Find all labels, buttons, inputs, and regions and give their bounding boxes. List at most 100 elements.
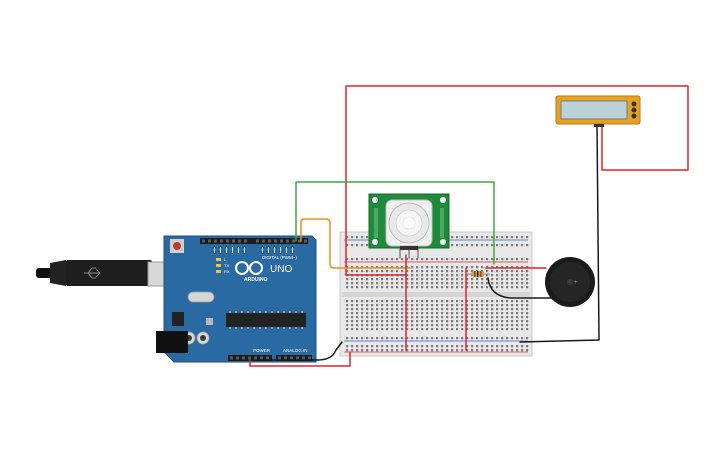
breadboard-hole[interactable]: [451, 320, 454, 323]
breadboard-hole[interactable]: [421, 320, 424, 323]
breadboard-hole[interactable]: [346, 316, 349, 319]
breadboard-hole[interactable]: [511, 337, 514, 340]
breadboard-hole[interactable]: [476, 308, 479, 311]
breadboard-hole[interactable]: [411, 274, 414, 277]
breadboard-hole[interactable]: [481, 300, 484, 303]
breadboard[interactable]: [339, 231, 533, 357]
breadboard-hole[interactable]: [356, 320, 359, 323]
breadboard-hole[interactable]: [486, 282, 489, 285]
breadboard-hole[interactable]: [466, 312, 469, 315]
breadboard-hole[interactable]: [481, 236, 484, 239]
breadboard-hole[interactable]: [346, 300, 349, 303]
breadboard-hole[interactable]: [501, 282, 504, 285]
breadboard-hole[interactable]: [506, 300, 509, 303]
breadboard-hole[interactable]: [416, 258, 419, 261]
breadboard-hole[interactable]: [361, 282, 364, 285]
breadboard-hole[interactable]: [406, 320, 409, 323]
black-wire-buzzer[interactable]: [487, 277, 561, 299]
breadboard-hole[interactable]: [461, 312, 464, 315]
breadboard-hole[interactable]: [476, 258, 479, 261]
breadboard-hole[interactable]: [466, 266, 469, 269]
breadboard-hole[interactable]: [441, 320, 444, 323]
breadboard-hole[interactable]: [491, 324, 494, 327]
breadboard-hole[interactable]: [396, 328, 399, 331]
breadboard-hole[interactable]: [481, 282, 484, 285]
breadboard-hole[interactable]: [506, 266, 509, 269]
breadboard-hole[interactable]: [501, 337, 504, 340]
breadboard-hole[interactable]: [446, 278, 449, 281]
breadboard-hole[interactable]: [456, 345, 459, 348]
breadboard-hole[interactable]: [351, 304, 354, 307]
breadboard-hole[interactable]: [516, 274, 519, 277]
breadboard-hole[interactable]: [376, 349, 379, 352]
breadboard-hole[interactable]: [521, 308, 524, 311]
breadboard-hole[interactable]: [516, 328, 519, 331]
breadboard-hole[interactable]: [446, 345, 449, 348]
breadboard-hole[interactable]: [386, 266, 389, 269]
breadboard-hole[interactable]: [346, 278, 349, 281]
breadboard-hole[interactable]: [406, 282, 409, 285]
breadboard-hole[interactable]: [501, 274, 504, 277]
breadboard-hole[interactable]: [361, 337, 364, 340]
breadboard-hole[interactable]: [351, 316, 354, 319]
breadboard-hole[interactable]: [446, 274, 449, 277]
breadboard-hole[interactable]: [476, 328, 479, 331]
breadboard-hole[interactable]: [501, 236, 504, 239]
breadboard-hole[interactable]: [501, 270, 504, 273]
breadboard-hole[interactable]: [406, 328, 409, 331]
breadboard-hole[interactable]: [371, 278, 374, 281]
breadboard-hole[interactable]: [366, 266, 369, 269]
piezo-buzzer[interactable]: +: [545, 257, 595, 307]
breadboard-hole[interactable]: [366, 300, 369, 303]
breadboard-hole[interactable]: [431, 316, 434, 319]
breadboard-hole[interactable]: [486, 278, 489, 281]
breadboard-hole[interactable]: [466, 345, 469, 348]
breadboard-hole[interactable]: [416, 286, 419, 289]
breadboard-hole[interactable]: [521, 337, 524, 340]
breadboard-hole[interactable]: [526, 316, 529, 319]
breadboard-hole[interactable]: [456, 282, 459, 285]
breadboard-hole[interactable]: [446, 266, 449, 269]
breadboard-hole[interactable]: [401, 300, 404, 303]
breadboard-hole[interactable]: [356, 300, 359, 303]
breadboard-hole[interactable]: [366, 320, 369, 323]
breadboard-hole[interactable]: [376, 270, 379, 273]
breadboard-hole[interactable]: [386, 308, 389, 311]
breadboard-hole[interactable]: [361, 349, 364, 352]
breadboard-hole[interactable]: [501, 312, 504, 315]
breadboard-hole[interactable]: [396, 312, 399, 315]
breadboard-hole[interactable]: [456, 270, 459, 273]
breadboard-hole[interactable]: [456, 337, 459, 340]
breadboard-hole[interactable]: [391, 308, 394, 311]
breadboard-hole[interactable]: [411, 258, 414, 261]
breadboard-hole[interactable]: [476, 316, 479, 319]
breadboard-hole[interactable]: [446, 312, 449, 315]
breadboard-hole[interactable]: [411, 324, 414, 327]
breadboard-hole[interactable]: [386, 278, 389, 281]
breadboard-hole[interactable]: [486, 300, 489, 303]
breadboard-hole[interactable]: [491, 320, 494, 323]
breadboard-hole[interactable]: [411, 349, 414, 352]
breadboard-hole[interactable]: [361, 316, 364, 319]
breadboard-hole[interactable]: [361, 244, 364, 247]
breadboard-hole[interactable]: [526, 300, 529, 303]
breadboard-hole[interactable]: [381, 308, 384, 311]
breadboard-hole[interactable]: [406, 349, 409, 352]
breadboard-hole[interactable]: [396, 316, 399, 319]
breadboard-hole[interactable]: [471, 349, 474, 352]
breadboard-hole[interactable]: [486, 308, 489, 311]
breadboard-hole[interactable]: [476, 236, 479, 239]
breadboard-hole[interactable]: [436, 282, 439, 285]
breadboard-hole[interactable]: [496, 270, 499, 273]
breadboard-hole[interactable]: [351, 349, 354, 352]
breadboard-hole[interactable]: [396, 278, 399, 281]
breadboard-hole[interactable]: [481, 244, 484, 247]
breadboard-hole[interactable]: [351, 312, 354, 315]
breadboard-hole[interactable]: [471, 312, 474, 315]
breadboard-hole[interactable]: [366, 337, 369, 340]
breadboard-hole[interactable]: [521, 258, 524, 261]
breadboard-hole[interactable]: [471, 278, 474, 281]
breadboard-hole[interactable]: [346, 282, 349, 285]
breadboard-hole[interactable]: [466, 308, 469, 311]
breadboard-hole[interactable]: [456, 244, 459, 247]
